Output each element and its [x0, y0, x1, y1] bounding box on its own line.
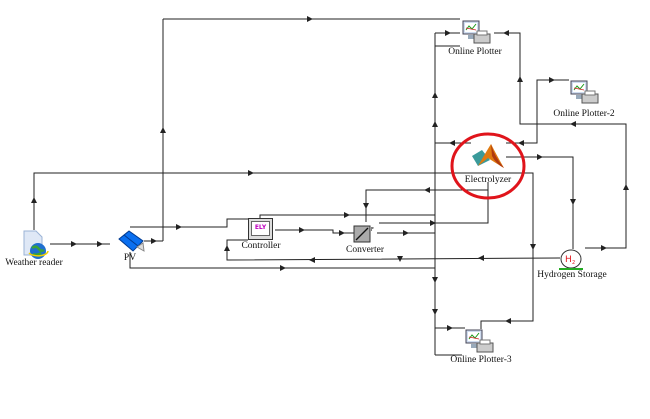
flow-arrow	[432, 92, 438, 98]
pv-label: PV	[123, 253, 137, 263]
flow-arrow	[432, 309, 438, 315]
flow-arrow	[280, 265, 286, 271]
flow-arrow	[176, 224, 182, 230]
flow-arrow	[623, 184, 629, 190]
h2-tank-icon[interactable]: H 2	[557, 249, 585, 271]
flow-arrow	[449, 140, 455, 146]
flow-arrow	[537, 154, 543, 160]
flow-arrow	[570, 121, 576, 127]
converter-icon[interactable]: F	[353, 225, 375, 243]
flow-arrow	[248, 170, 254, 176]
flow-arrow	[503, 30, 509, 36]
connection-line[interactable]	[365, 189, 488, 222]
flow-arrow	[447, 325, 453, 331]
connection-line[interactable]	[259, 214, 435, 218]
connection-line[interactable]	[33, 172, 516, 230]
online-plotter-label: Online Plotter	[448, 47, 502, 57]
flow-arrow	[432, 277, 438, 283]
connection-line[interactable]	[506, 156, 574, 249]
flow-arrow	[71, 241, 77, 247]
flow-arrow	[307, 16, 313, 22]
flow-arrow	[309, 257, 315, 263]
flow-arrow	[518, 140, 524, 146]
hydrogen-storage-label: Hydrogen Storage	[537, 270, 607, 280]
flow-arrow	[344, 212, 350, 218]
h2-symbol: H	[565, 255, 572, 265]
connection-line[interactable]	[129, 252, 435, 269]
solar-panel-icon[interactable]	[117, 229, 145, 253]
flow-arrow	[549, 77, 555, 83]
flow-arrow	[530, 244, 536, 250]
flow-arrow	[445, 30, 451, 36]
converter-label: Converter	[346, 245, 384, 255]
flow-arrow	[432, 121, 438, 127]
weather-globe-icon[interactable]	[20, 229, 50, 261]
flow-arrow	[397, 256, 403, 262]
flow-arrow	[363, 203, 369, 209]
matlab-icon[interactable]	[470, 142, 506, 172]
flow-arrow	[224, 245, 230, 251]
controller-monitor-icon[interactable]: ELY	[248, 218, 273, 240]
svg-text:F: F	[371, 227, 374, 233]
controller-label: Controller	[241, 241, 281, 251]
flow-arrow	[478, 255, 484, 261]
flow-arrow	[403, 230, 409, 236]
connection-line[interactable]	[130, 218, 249, 228]
controller-badge: ELY	[251, 221, 270, 236]
flow-arrow	[299, 227, 305, 233]
flow-arrow	[505, 318, 511, 324]
online-plotter-2-label: Online Plotter-2	[553, 109, 615, 119]
flow-arrow	[31, 197, 37, 203]
flow-arrow	[97, 241, 103, 247]
connection-line[interactable]	[379, 182, 489, 224]
electrolyzer-highlight-circle	[450, 132, 526, 200]
flow-arrow	[160, 127, 166, 133]
flow-arrow	[517, 76, 523, 82]
flow-arrow	[430, 220, 436, 226]
plotter-icon[interactable]	[460, 20, 494, 46]
weather-reader-label: Weather reader	[5, 258, 63, 268]
flow-arrow	[151, 238, 157, 244]
connection-line[interactable]	[480, 172, 534, 329]
electrolyzer-label: Electrolyzer	[464, 175, 512, 185]
svg-text:2: 2	[572, 260, 575, 266]
flow-arrow	[424, 187, 430, 193]
flow-arrow	[601, 245, 607, 251]
plotter-2-icon[interactable]	[568, 80, 602, 106]
plotter-3-icon[interactable]	[463, 329, 497, 355]
online-plotter-3-label: Online Plotter-3	[450, 355, 512, 365]
flow-arrow	[339, 230, 345, 236]
flow-arrow	[570, 199, 576, 205]
